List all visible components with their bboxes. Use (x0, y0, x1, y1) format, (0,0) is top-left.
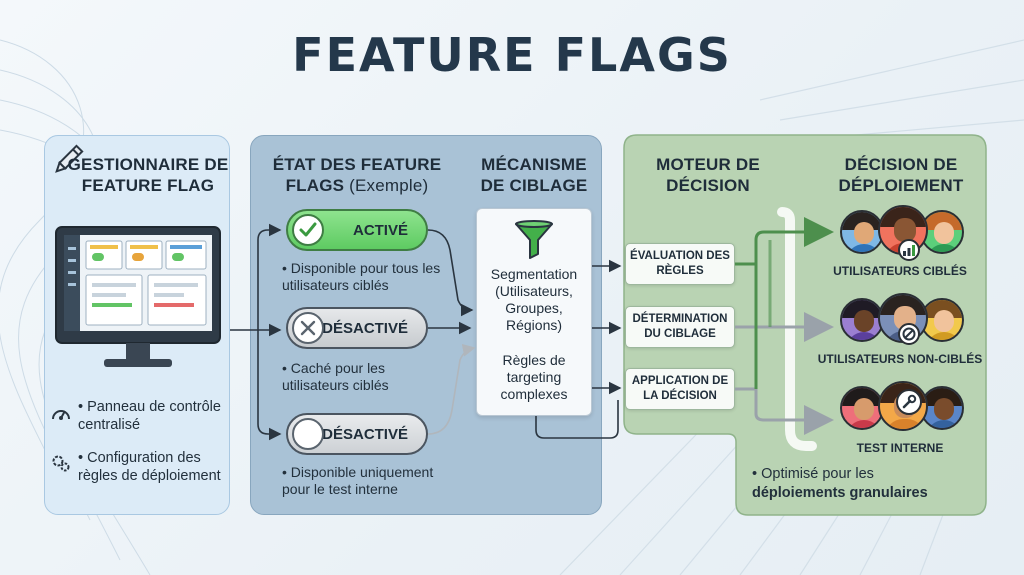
engine-step-2: DÉTERMINATION DU CIBLAGE (625, 306, 735, 348)
page-title: FEATURE FLAGS (292, 28, 732, 82)
gears-icon (52, 455, 70, 472)
state-desc-1: • Disponible pour tous les utilisateurs … (282, 260, 441, 293)
toggle-active[interactable]: ACTIVÉ (286, 209, 428, 251)
decision-header: DÉCISION DE DÉPLOIEMENT (838, 155, 964, 195)
engine-header: MOTEUR DE DÉCISION (656, 155, 760, 195)
mechanism-text-2: Règles de targeting complexes (500, 352, 568, 402)
states-header: ÉTAT DES FEATURE FLAGS (Exemple) (272, 155, 442, 195)
engine-step-1: ÉVALUATION DES RÈGLES (625, 243, 735, 285)
funnel-icon (515, 220, 553, 259)
avatar (840, 386, 884, 430)
toggle-knob (292, 418, 324, 450)
manager-header: GESTIONNAIRE DE FEATURE FLAG (67, 155, 229, 195)
avatar (840, 298, 884, 342)
state-desc-3: • Disponible uniquement pour le test int… (282, 464, 434, 497)
toggle-inactive-1-label: DÉSACTIVÉ (322, 319, 408, 337)
state-desc-2: • Caché pour les utilisateurs ciblés (282, 360, 389, 393)
group-label-targeted: UTILISATEURS CIBLÉS (833, 264, 967, 278)
check-icon (292, 214, 324, 246)
gauge-icon (52, 410, 70, 420)
group-label-internal-test: TEST INTERNE (856, 441, 944, 455)
ban-icon (898, 323, 920, 345)
engine-step-3: APPLICATION DE LA DÉCISION (625, 368, 735, 410)
monitor-icon (55, 226, 221, 367)
group-targeted-users (840, 205, 964, 261)
pencil-icon (55, 144, 84, 173)
group-label-non-targeted: UTILISATEURS NON-CIBLÉS (817, 352, 983, 366)
chart-icon (898, 239, 920, 261)
toggle-inactive-1[interactable]: DÉSACTIVÉ (286, 307, 428, 349)
mechanism-text-1: Segmentation (Utilisateurs, Groupes, Rég… (490, 266, 578, 333)
mechanism-header: MÉCANISME DE CIBLAGE (480, 155, 588, 195)
avatar (840, 210, 884, 254)
avatar (920, 210, 964, 254)
toggle-active-label: ACTIVÉ (352, 221, 408, 239)
x-icon (292, 312, 324, 344)
toggle-inactive-2[interactable]: DÉSACTIVÉ (286, 413, 428, 455)
manager-bullet-2: • Configuration des règles de déploiemen… (78, 450, 221, 484)
group-non-targeted-users (840, 293, 964, 349)
wrench-icon (896, 389, 922, 415)
group-internal-test (840, 381, 964, 437)
toggle-inactive-2-label: DÉSACTIVÉ (322, 425, 408, 443)
manager-bullet-1: • Panneau de contrôle centralisé (78, 399, 221, 433)
